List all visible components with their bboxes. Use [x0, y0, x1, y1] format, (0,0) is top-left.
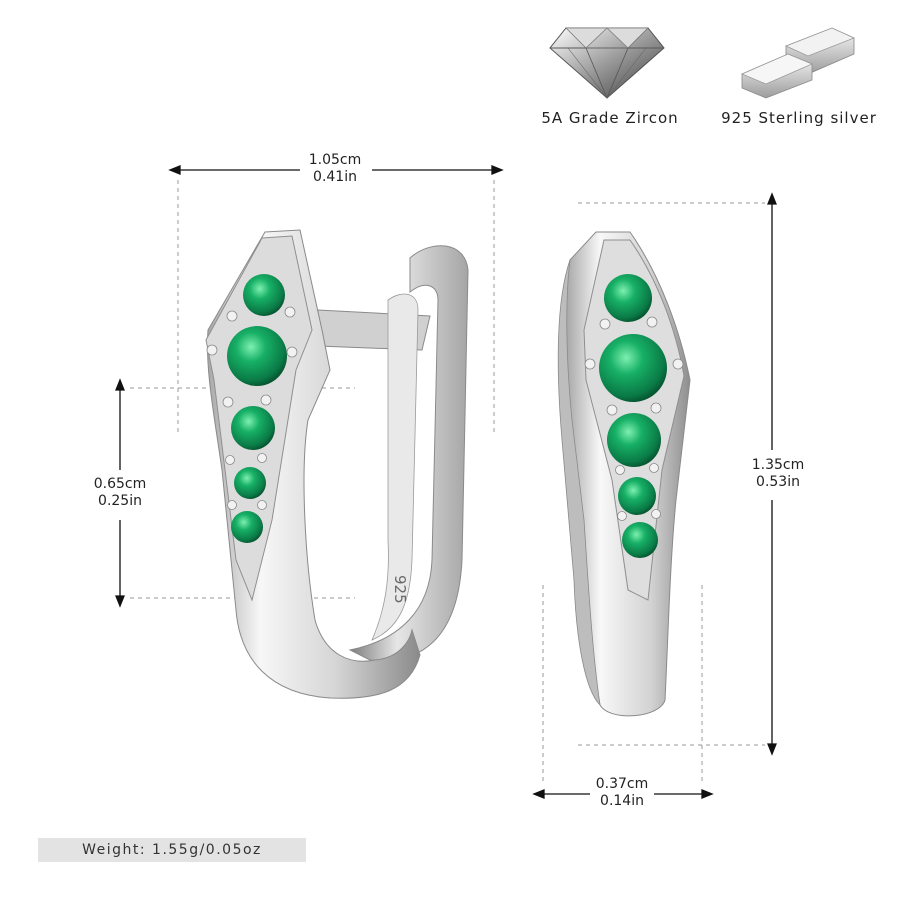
thickness-in: 0.14in — [600, 793, 644, 809]
zircon-label: 5A Grade Zircon — [541, 109, 679, 127]
silver-bars-icon — [736, 24, 858, 100]
stone-length-label: 0.65cm 0.25in — [80, 476, 160, 510]
stone-length-in: 0.25in — [98, 493, 142, 509]
silver-label: 925 Sterling silver — [721, 109, 877, 127]
height-in: 0.53in — [756, 474, 800, 490]
width-label: 1.05cm 0.41in — [290, 152, 380, 186]
emerald-side-1 — [604, 274, 652, 322]
weight-badge: Weight: 1.55g/0.05oz — [38, 838, 306, 862]
emerald-stone-3 — [231, 406, 275, 450]
height-label: 1.35cm 0.53in — [738, 457, 818, 491]
emerald-stone-5 — [231, 511, 263, 543]
emerald-stone-4 — [234, 467, 266, 499]
stamp-925: 925 — [391, 575, 409, 604]
emerald-stone-2 — [227, 326, 287, 386]
emerald-side-2 — [599, 334, 667, 402]
emerald-stone-1 — [243, 274, 285, 316]
thickness-cm: 0.37cm — [595, 776, 649, 792]
stone-length-cm: 0.65cm — [93, 476, 147, 492]
diamond-icon — [546, 22, 668, 102]
thickness-label: 0.37cm 0.14in — [580, 776, 664, 810]
width-cm: 1.05cm — [308, 152, 362, 168]
emerald-side-3 — [607, 413, 661, 467]
emerald-side-4 — [618, 477, 656, 515]
width-in: 0.41in — [313, 169, 357, 185]
height-cm: 1.35cm — [751, 457, 805, 473]
emerald-side-5 — [622, 522, 658, 558]
